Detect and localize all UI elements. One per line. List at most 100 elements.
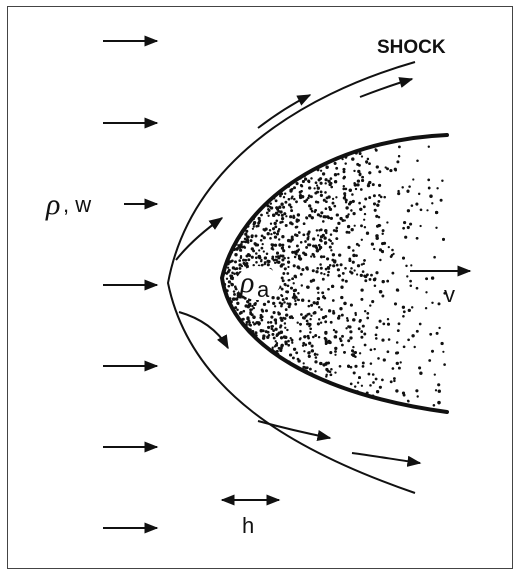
stipple-dot bbox=[249, 359, 253, 363]
stipple-dot bbox=[271, 191, 274, 195]
stipple-dot bbox=[341, 334, 344, 338]
stipple-dot bbox=[245, 361, 249, 365]
stipple-dot bbox=[227, 285, 230, 288]
stipple-dot bbox=[341, 278, 345, 282]
stipple-dot bbox=[301, 298, 305, 302]
stipple-dot bbox=[235, 326, 239, 330]
stipple-dot bbox=[239, 178, 242, 181]
stipple-dot bbox=[267, 407, 272, 411]
stipple-dot bbox=[226, 399, 230, 403]
stipple-dot bbox=[320, 271, 323, 275]
stipple-dot bbox=[250, 234, 254, 238]
stipple-dot bbox=[310, 406, 314, 409]
stipple-dot bbox=[437, 302, 441, 306]
stipple-dot bbox=[261, 151, 265, 154]
stipple-dot bbox=[289, 205, 293, 209]
stipple-dot bbox=[255, 369, 259, 373]
stipple-dot bbox=[315, 249, 320, 253]
flow-line-upper-outer bbox=[257, 94, 312, 129]
stipple-dot bbox=[276, 230, 280, 233]
stipple-dot bbox=[267, 172, 271, 176]
stipple-dot bbox=[417, 192, 421, 196]
stipple-dot bbox=[229, 323, 232, 326]
stipple-dot bbox=[280, 287, 284, 291]
stipple-dot bbox=[238, 187, 242, 191]
stipple-dot bbox=[234, 164, 238, 168]
stipple-dot bbox=[317, 335, 321, 339]
stipple-dot bbox=[240, 221, 244, 225]
stipple-dot bbox=[227, 210, 232, 214]
stipple-dot bbox=[242, 371, 246, 375]
stipple-dot bbox=[303, 335, 307, 339]
stipple-dot bbox=[222, 189, 225, 193]
stipple-dot bbox=[309, 381, 313, 385]
stipple-dot bbox=[331, 405, 335, 409]
stipple-dot bbox=[269, 236, 272, 240]
stipple-dot bbox=[231, 148, 235, 152]
stipple-dot bbox=[363, 343, 367, 347]
stipple-dot bbox=[303, 379, 307, 382]
stipple-dot bbox=[259, 259, 263, 263]
stipple-dot bbox=[249, 324, 252, 327]
stipple-dot bbox=[305, 198, 309, 202]
stipple-dot bbox=[443, 363, 446, 366]
stipple-dot bbox=[244, 362, 248, 367]
stipple-dot bbox=[239, 339, 243, 343]
stipple-dot bbox=[256, 224, 260, 228]
stipple-dot bbox=[222, 361, 225, 365]
stipple-dot bbox=[245, 358, 249, 362]
stipple-dot bbox=[231, 406, 235, 410]
stipple-dot bbox=[238, 379, 241, 383]
stipple-dot bbox=[292, 347, 297, 351]
stipple-dot bbox=[246, 188, 250, 192]
stipple-dot bbox=[391, 271, 395, 275]
stipple-dot bbox=[319, 255, 324, 259]
stipple-dot bbox=[223, 186, 227, 190]
stipple-dot bbox=[307, 379, 312, 383]
stipple-dot bbox=[242, 340, 245, 343]
figure-frame bbox=[7, 6, 513, 569]
stipple-dot bbox=[283, 301, 286, 304]
stipple-dot bbox=[274, 211, 279, 215]
stipple-dot bbox=[331, 242, 334, 245]
stipple-dot bbox=[322, 220, 325, 223]
stipple-dot bbox=[236, 209, 239, 213]
stipple-dot bbox=[281, 235, 285, 239]
stipple-dot bbox=[301, 180, 305, 183]
stipple-dot bbox=[352, 318, 356, 322]
stipple-dot bbox=[226, 171, 230, 175]
stipple-dot bbox=[345, 230, 349, 234]
stipple-dot bbox=[222, 360, 224, 363]
stipple-dot bbox=[303, 316, 306, 320]
stipple-dot bbox=[250, 377, 254, 380]
stipple-dot bbox=[234, 199, 238, 203]
stipple-dot bbox=[248, 321, 251, 324]
stipple-dot bbox=[336, 396, 341, 400]
stipple-dot bbox=[236, 389, 239, 393]
stipple-dot bbox=[234, 331, 237, 334]
stipple-dot bbox=[294, 375, 298, 378]
stipple-dot bbox=[303, 157, 306, 161]
stipple-dot bbox=[232, 198, 235, 201]
stipple-dot bbox=[401, 391, 406, 395]
stipple-dot bbox=[361, 361, 365, 365]
stipple-dot bbox=[266, 330, 270, 334]
stipple-dot bbox=[352, 253, 356, 258]
stipple-dot bbox=[256, 367, 260, 371]
shock-front bbox=[166, 61, 416, 494]
stipple-dot bbox=[341, 406, 345, 410]
stipple-dot bbox=[415, 236, 419, 240]
stipple-dot bbox=[235, 135, 239, 139]
stipple-dot bbox=[236, 175, 240, 178]
stipple-dot bbox=[265, 252, 269, 256]
stipple-dot bbox=[269, 386, 273, 389]
stipple-dot bbox=[319, 190, 323, 194]
stipple-dot bbox=[345, 214, 349, 219]
stipple-dot bbox=[347, 231, 351, 234]
stipple-dot bbox=[229, 344, 232, 348]
stipple-dot bbox=[264, 357, 268, 361]
stipple-dot bbox=[219, 346, 222, 349]
stipple-dot bbox=[397, 155, 401, 158]
stipple-dot bbox=[307, 388, 310, 392]
stipple-dot bbox=[377, 357, 380, 360]
